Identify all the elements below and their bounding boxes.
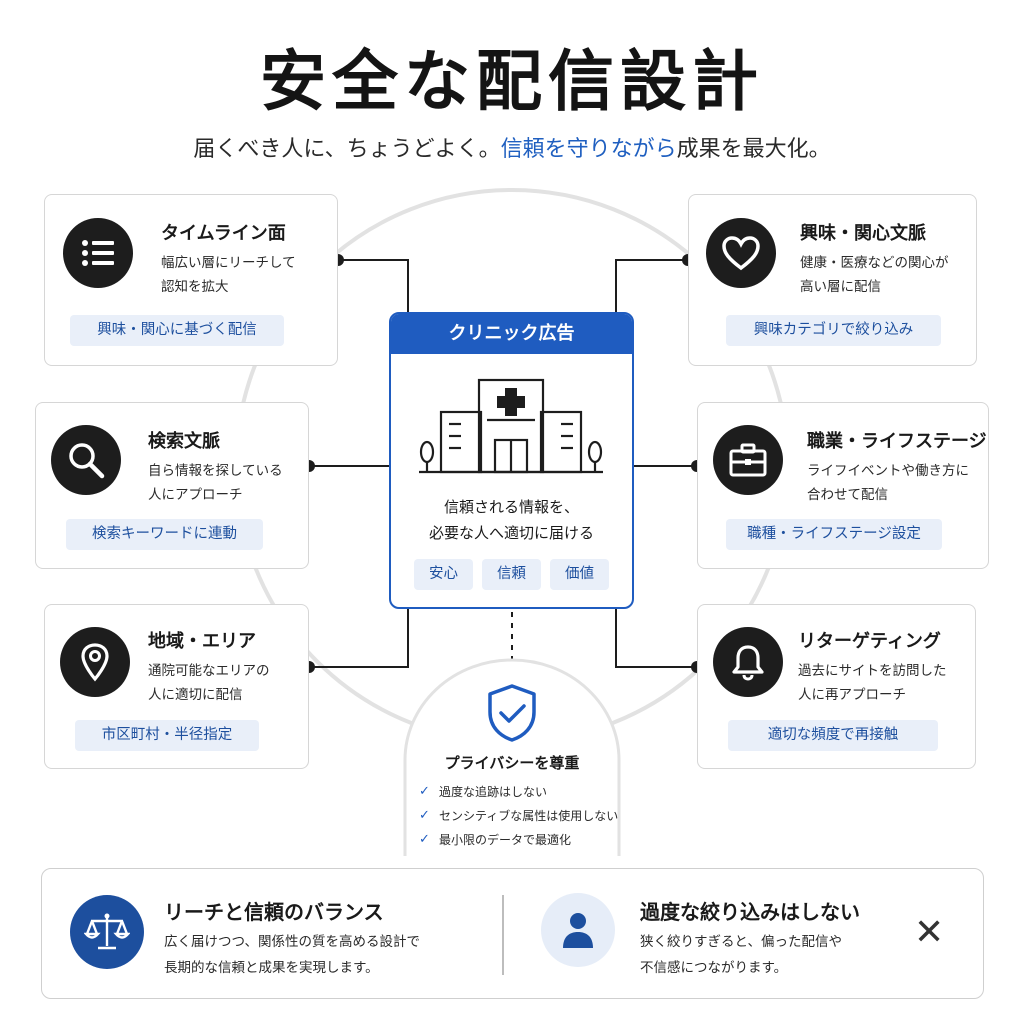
card-tag: 興味カテゴリで絞り込み bbox=[726, 315, 941, 346]
page-title: 安全な配信設計 bbox=[260, 43, 764, 120]
bell-icon bbox=[713, 627, 783, 697]
privacy-title: プライバシーを尊重 bbox=[444, 754, 580, 772]
subtitle-highlight: 信頼を守りながら bbox=[500, 137, 677, 162]
list-item: ✓過度な追跡はしない bbox=[419, 780, 618, 804]
list-item: ✓最小限のデータで最適化 bbox=[419, 828, 618, 852]
card-tag: 検索キーワードに連動 bbox=[66, 519, 263, 550]
privacy-section: プライバシーを尊重 ✓過度な追跡はしない ✓センシティブな属性は使用しない ✓最… bbox=[405, 676, 619, 856]
balance-desc: 広く届けつつ、関係性の質を高める設計で長期的な信頼と成果を実現します。 bbox=[164, 934, 420, 976]
check-icon: ✓ bbox=[419, 784, 430, 799]
privacy-list: ✓過度な追跡はしない ✓センシティブな属性は使用しない ✓最小限のデータで最適化 bbox=[419, 780, 618, 852]
center-tag: 安心 bbox=[414, 559, 473, 590]
center-tags: 安心 信頼 価値 bbox=[414, 559, 609, 590]
center-tag: 信頼 bbox=[482, 559, 541, 590]
card-area[interactable]: 地域・エリア 通院可能なエリアの人に適切に配信 市区町村・半径指定 bbox=[44, 604, 309, 769]
card-tag: 職種・ライフステージ設定 bbox=[726, 519, 942, 550]
x-mark-icon: ✕ bbox=[914, 912, 945, 953]
divider bbox=[502, 895, 504, 975]
hospital-icon bbox=[419, 378, 603, 474]
card-desc: 幅広い層にリーチして認知を拡大 bbox=[161, 255, 296, 295]
no-overnarrow-desc: 狭く絞りすぎると、偏った配信や不信感につながります。 bbox=[640, 934, 842, 976]
scale-icon bbox=[70, 895, 144, 969]
location-pin-icon bbox=[60, 627, 130, 697]
shield-check-icon bbox=[488, 684, 536, 742]
briefcase-icon bbox=[713, 425, 783, 495]
card-retargeting[interactable]: リターゲティング 過去にサイトを訪問した人に再アプローチ 適切な頻度で再接触 bbox=[697, 604, 976, 769]
card-title: 検索文脈 bbox=[148, 431, 220, 452]
search-icon bbox=[51, 425, 121, 495]
check-icon: ✓ bbox=[419, 808, 430, 823]
bottom-panel: リーチと信頼のバランス 広く届けつつ、関係性の質を高める設計で長期的な信頼と成果… bbox=[41, 868, 984, 999]
no-overnarrow-title: 過度な絞り込みはしない bbox=[640, 900, 860, 924]
card-title: 地域・エリア bbox=[148, 631, 256, 652]
card-desc: 通院可能なエリアの人に適切に配信 bbox=[148, 663, 270, 703]
user-icon bbox=[541, 893, 615, 967]
card-desc: 健康・医療などの関心が高い層に配信 bbox=[800, 255, 949, 295]
card-title: 職業・ライフステージ bbox=[807, 431, 987, 452]
card-tag: 市区町村・半径指定 bbox=[75, 720, 259, 751]
card-title: タイムライン面 bbox=[161, 223, 286, 244]
center-tag: 価値 bbox=[550, 559, 609, 590]
card-search[interactable]: 検索文脈 自ら情報を探している人にアプローチ 検索キーワードに連動 bbox=[35, 402, 309, 569]
list-icon bbox=[63, 218, 133, 288]
heart-icon bbox=[706, 218, 776, 288]
center-clinic-card: クリニック広告 信頼される情報を、 必要な人へ適切に届ける 安心 信頼 価値 bbox=[389, 312, 634, 609]
balance-title: リーチと信頼のバランス bbox=[164, 900, 384, 924]
card-tag: 興味・関心に基づく配信 bbox=[70, 315, 284, 346]
list-item: ✓センシティブな属性は使用しない bbox=[419, 804, 618, 828]
card-interest[interactable]: 興味・関心文脈 健康・医療などの関心が高い層に配信 興味カテゴリで絞り込み bbox=[688, 194, 977, 366]
center-title: クリニック広告 bbox=[391, 314, 632, 354]
card-desc: 自ら情報を探している人にアプローチ bbox=[148, 463, 283, 503]
check-icon: ✓ bbox=[419, 832, 430, 847]
card-timeline[interactable]: タイムライン面 幅広い層にリーチして認知を拡大 興味・関心に基づく配信 bbox=[44, 194, 338, 366]
card-title: リターゲティング bbox=[798, 631, 941, 652]
card-desc: ライフイベントや働き方に合わせて配信 bbox=[807, 463, 969, 503]
center-message: 信頼される情報を、 必要な人へ適切に届ける bbox=[428, 498, 594, 542]
card-desc: 過去にサイトを訪問した人に再アプローチ bbox=[798, 663, 947, 703]
card-occupation[interactable]: 職業・ライフステージ ライフイベントや働き方に合わせて配信 職種・ライフステージ… bbox=[697, 402, 989, 569]
card-title: 興味・関心文脈 bbox=[800, 223, 926, 244]
page-subtitle: 届くべき人に、ちょうどよく。信頼を守りながら成果を最大化。 bbox=[193, 137, 831, 162]
card-tag: 適切な頻度で再接触 bbox=[728, 720, 938, 751]
